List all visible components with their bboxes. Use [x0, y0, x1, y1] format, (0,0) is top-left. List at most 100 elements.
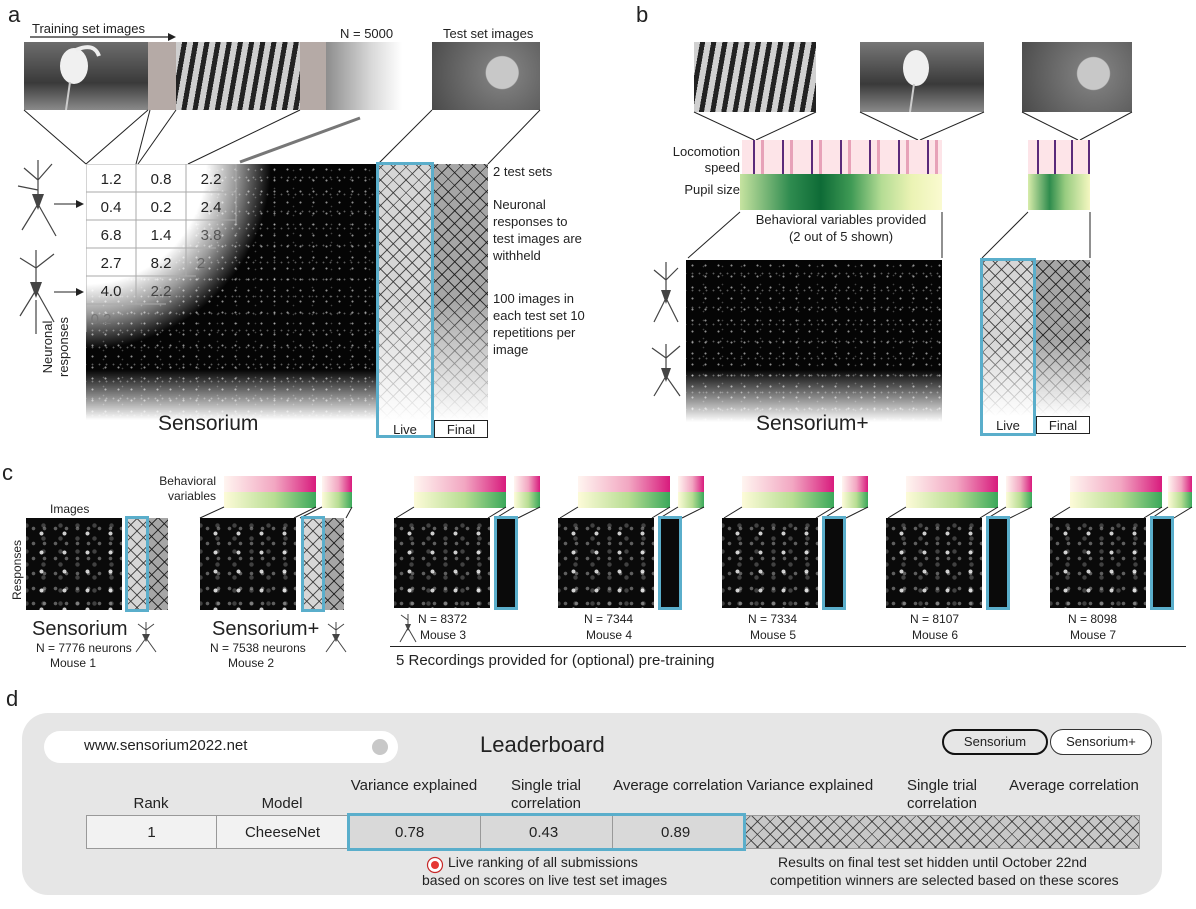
dog-photo-b [1022, 42, 1132, 112]
mouse6-n: N = 8107 [910, 612, 960, 626]
matrix-cell: 2 [196, 255, 206, 272]
matrix-cell: 1.2 [100, 171, 122, 188]
tiger-photo-b [694, 42, 816, 112]
matrix-cell: 0.2 [150, 199, 172, 216]
neuron-icons-b [651, 262, 681, 397]
mouse2-name: Sensorium+ [212, 618, 320, 640]
neuron-icons [17, 160, 84, 334]
matrix-cell: 0.2 [90, 311, 112, 328]
live-note-2: based on scores on live test set images [422, 872, 668, 888]
mouse1-final-block [148, 518, 168, 610]
sensorium-plus-title-b: Sensorium+ [756, 412, 869, 435]
matrix-cell: 2.2 [200, 171, 222, 188]
mouse1-live-block [126, 518, 148, 610]
live-highlight-box-b [980, 258, 1036, 436]
live-label-b: Live [996, 418, 1020, 433]
header-live-single-trial: Single trial correlation [510, 777, 582, 812]
matrix-cell: 0.8 [150, 171, 172, 188]
mouse2-n: N = 7538 neurons [210, 641, 306, 655]
header-rank: Rank [133, 795, 169, 812]
header-live-variance: Variance explained [350, 777, 478, 794]
recording-mouse5 [722, 476, 882, 636]
header-final-variance: Variance explained [746, 777, 874, 794]
locomotion-speed-label: Locomotion speed [672, 144, 740, 175]
status-dot-icon [372, 739, 388, 755]
mouse2-matrix [200, 518, 296, 610]
locomotion-trace-test [1028, 140, 1090, 174]
matrix-cell: 2.7 [100, 255, 122, 272]
recording-mouse3 [394, 476, 554, 636]
neuron-icon-m1 [135, 622, 157, 653]
final-note-1: Results on final test set hidden until O… [778, 854, 1087, 870]
panel-label-b: b [636, 2, 649, 27]
pretraining-caption: 5 Recordings provided for (optional) pre… [396, 652, 715, 669]
gray-blank-frame-2 [300, 42, 326, 110]
mouse2-final-block [324, 518, 344, 610]
panel-label-a: a [8, 2, 21, 27]
locomotion-trace [742, 140, 942, 174]
url-bar[interactable] [44, 731, 398, 763]
egret-photo-b [860, 42, 984, 112]
matrix-grid [86, 164, 237, 332]
cell-single-trial: 0.43 [480, 815, 613, 849]
matrix-cell: 6.8 [100, 227, 122, 244]
m2-pink-bar [224, 476, 316, 492]
live-highlight-box [376, 162, 434, 438]
connector-lines [23, 109, 541, 165]
neuron-icon-m3 [399, 614, 417, 643]
panel-label-d: d [6, 686, 19, 711]
mouse2-live-block [302, 518, 324, 610]
mouse2-live-highlight [301, 516, 325, 612]
test-set-label: Test set images [443, 26, 534, 41]
live-label-a: Live [393, 422, 417, 437]
matrix-cell: 2.2 [150, 283, 172, 300]
neuronal-responses-axis-label: Neuronal responses [40, 317, 71, 377]
connector-lines-b [693, 111, 1133, 141]
header-final-average: Average correlation [1009, 777, 1139, 794]
test-note-1: 2 test sets [493, 164, 553, 179]
recording-mouse7 [1050, 476, 1194, 636]
mouse5-id: Mouse 5 [750, 628, 797, 642]
test-note-2: Neuronal responses to test images are wi… [493, 197, 582, 263]
gray-blank-frame [148, 42, 176, 110]
url-text: www.sensorium2022.net [84, 737, 248, 754]
mouse1-n: N = 7776 neurons [36, 641, 132, 655]
mouse1-name: Sensorium [32, 618, 128, 640]
test-note-3: 100 images in each test set 10 repetitio… [493, 291, 585, 357]
cell-variance: 0.78 [348, 815, 481, 849]
header-model: Model [261, 795, 303, 812]
n-images-label: N = 5000 [340, 26, 394, 41]
final-label-a: Final [446, 422, 476, 437]
cell-model: CheeseNet [216, 815, 349, 849]
mouse6-id: Mouse 6 [912, 628, 959, 642]
matrix-cell: 1.4 [150, 227, 172, 244]
final-label-b: Final [1048, 418, 1078, 433]
mouse4-id: Mouse 4 [586, 628, 633, 642]
tab-sensorium-label: Sensorium [963, 734, 1027, 749]
recording-mouse6 [886, 476, 1046, 636]
behavioral-caption: Behavioral variables provided [755, 212, 927, 227]
dog-photo [432, 42, 540, 110]
responses-label: Responses [10, 539, 24, 600]
connector-lines-b2 [687, 211, 1091, 259]
egret-photo [24, 42, 148, 110]
mouse3-id: Mouse 3 [420, 628, 467, 642]
training-set-label: Training set images [32, 21, 145, 36]
panel-label-c: c [2, 460, 13, 485]
recordings-group [394, 476, 1194, 636]
mouse1-matrix [26, 518, 122, 610]
matrix-cell: 4.0 [100, 283, 122, 300]
matrix-cell: 2.4 [200, 199, 222, 216]
mouse3-n: N = 8372 [418, 612, 468, 626]
live-indicator-icon [426, 856, 444, 874]
mouse7-n: N = 8098 [1068, 612, 1118, 626]
behavioral-subcaption: (2 out of 5 shown) [788, 229, 894, 244]
sensorium-title-a: Sensorium [158, 412, 259, 435]
final-scores-hidden [744, 815, 1140, 849]
final-note-2: competition winners are selected based o… [770, 872, 1119, 888]
tab-sensorium-plus[interactable] [1050, 729, 1152, 755]
behavioral-variables-label: Behavioral variables [159, 474, 216, 503]
mouse5-n: N = 7334 [748, 612, 798, 626]
matrix-cell: 3.8 [200, 227, 222, 244]
tab-sensorium[interactable] [942, 729, 1048, 755]
